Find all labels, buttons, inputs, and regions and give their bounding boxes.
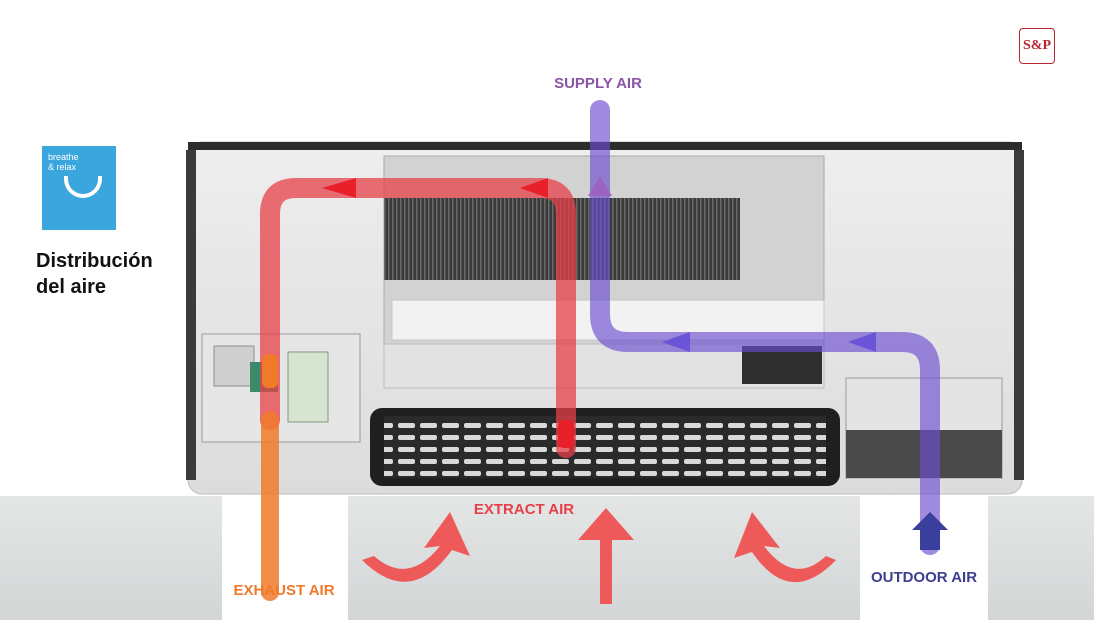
exhaust-air-label: EXHAUST AIR (233, 582, 334, 599)
outdoor-air-label: OUTDOOR AIR (871, 569, 977, 586)
heading-line-2: del aire (36, 276, 107, 298)
badge-line-1: breathe (48, 152, 79, 162)
extract-arrow-left-2 (322, 178, 356, 198)
extract-room-arrows (362, 508, 836, 604)
section-heading: Distribución del aire (36, 248, 153, 300)
supply-air-path (588, 100, 940, 555)
ceiling-slab (0, 496, 1094, 620)
extract-arrow-left-1 (520, 178, 548, 198)
extract-arrow-down (558, 420, 574, 448)
extract-air-label: EXTRACT AIR (474, 501, 574, 518)
breathe-relax-badge: breathe & relax (42, 146, 116, 230)
brand-logo: S&P (1019, 28, 1055, 64)
supply-arrow-left-2 (848, 332, 876, 352)
exhaust-arrow-down (262, 354, 278, 388)
supply-arrow-left-1 (662, 332, 690, 352)
extract-curved-arrow-right (734, 512, 836, 583)
supply-air-label: SUPPLY AIR (554, 75, 642, 92)
extract-curved-arrow-left (362, 512, 470, 582)
smile-icon (64, 176, 102, 198)
outdoor-arrow-up (912, 512, 948, 550)
badge-line-2: & relax (48, 162, 77, 172)
extract-exhaust-path (260, 178, 576, 601)
heading-line-1: Distribución (36, 250, 153, 272)
supply-arrow-up (588, 176, 612, 196)
outdoor-air-path (912, 512, 948, 550)
extract-straight-arrow (578, 508, 634, 604)
